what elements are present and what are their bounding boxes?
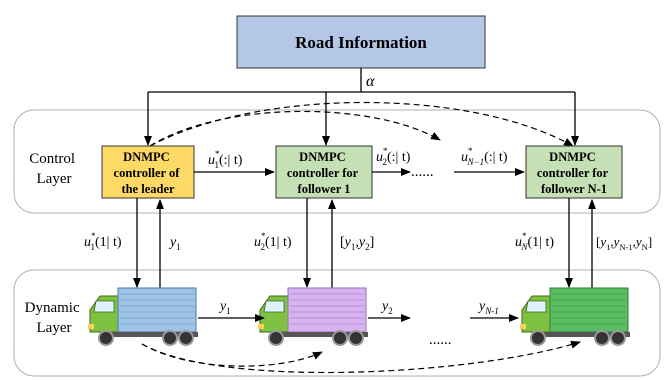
dots-dynamic: ...... [429,332,452,348]
road-information-label: Road Information [295,33,427,52]
u2-actuation-signal: u*2(1| t) [254,231,292,252]
leader-controller-box [101,145,195,199]
y1-dynamic-signal: y1 [218,299,231,316]
dynamic-layer-label: Dynamic Layer [25,300,84,336]
truck-cab [258,295,289,333]
yN1-dynamic-signal: yN-1 [477,299,499,316]
y2-dynamic-signal: y2 [380,299,393,316]
uN1-control-signal: u*N−1(:| t) [461,146,508,167]
leader-controller-label: DNMPC controller of the leader [114,150,183,196]
truck-cab [520,295,551,333]
truck-wheel [98,330,114,346]
follower1-controller-label: DNMPC controller for follower 1 [287,150,361,196]
y1y2-feedback: [y1,y2] [340,235,374,252]
followerN-controller-box [525,145,623,199]
uN-actuation-signal: u*N(1| t) [515,231,554,252]
u2-control-signal: u*2(:| t) [376,146,411,167]
dynamic-layer-panel [13,269,661,377]
road-information-box [236,15,486,69]
control-communication-arcs [149,101,574,147]
dynamic-communication-arcs [141,340,581,374]
follower1-truck [258,287,368,346]
followerN-controller-label: DNMPC controller for follower N-1 [537,150,611,196]
road-signal-alpha: α [366,73,375,90]
truck-wheel [268,330,284,346]
y1-feedback: y1 [168,235,181,252]
truck-container [549,287,629,333]
control-layer-panel [13,109,661,214]
control-layer-label: Control Layer [29,151,79,187]
follower1-controller-box [275,145,373,199]
dots-control: ...... [411,164,434,180]
truck-container [117,287,197,333]
truck-container [287,287,367,333]
followerN-truck [520,287,630,346]
leader-truck [88,287,198,346]
u1-control-signal: u*1(:| t) [208,149,243,170]
u1-actuation-signal: u*1(1| t) [84,231,122,252]
yN-feedback: [y1,yN-1,yN] [596,234,652,252]
truck-cab [88,295,119,333]
road-signal-lines [144,68,579,146]
vertical-arrows [133,198,596,288]
truck-wheel [530,330,546,346]
